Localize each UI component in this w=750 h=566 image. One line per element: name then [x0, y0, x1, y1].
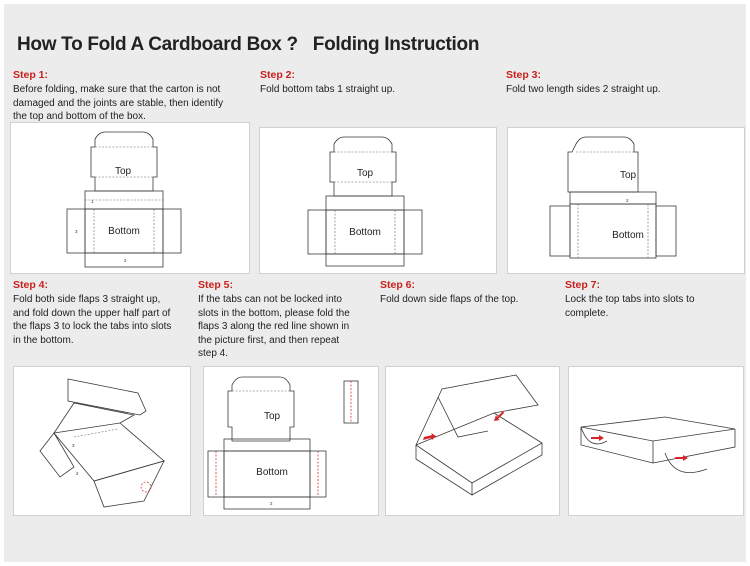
bottom-label: Bottom: [256, 467, 288, 478]
step-text-line: damaged and the joints are stable, then …: [13, 97, 224, 109]
step-text-line: Fold both side flaps 3 straight up,: [13, 294, 161, 305]
instruction-sheet: How To Fold A Cardboard Box ? Folding In…: [4, 4, 746, 562]
red-line-fold-diagram: Top Bottom 2: [207, 376, 359, 510]
step-text-line: step 4.: [198, 348, 229, 359]
step-text: Fold two length sides 2 straight up.: [506, 83, 736, 97]
step-text: Before folding, make sure that the carto…: [13, 83, 253, 124]
side-number: 2: [270, 501, 273, 506]
step-text-line: Lock the top tabs into slots to: [565, 294, 695, 305]
page-title: How To Fold A Cardboard Box ? Folding In…: [17, 34, 480, 55]
flat-box-diagram: Top Bottom 1 3 2: [66, 131, 182, 268]
step-text-line: Before folding, make sure that the carto…: [13, 84, 221, 95]
step-text-line: Fold down side flaps of the top.: [380, 294, 519, 305]
top-label: Top: [115, 166, 132, 177]
step-text-line: flaps 3 along the red line shown in: [198, 321, 350, 332]
step-1: Step 1: Before folding, make sure that t…: [13, 69, 253, 124]
step-7: Step 7: Lock the top tabs into slots to …: [565, 279, 745, 320]
tab-number: 1: [91, 199, 94, 204]
sides-up-diagram: Top Bottom 2: [549, 136, 677, 259]
step-2-illustration: Top Bottom: [259, 127, 497, 274]
step-text-line: Fold bottom tabs 1 straight up.: [260, 84, 396, 95]
step-text-line: the top and bottom of the box.: [13, 111, 146, 122]
step-label: Step 5:: [198, 279, 234, 291]
step-5: Step 5: If the tabs can not be locked in…: [198, 279, 378, 361]
tabs-up-diagram: Top Bottom: [307, 136, 423, 267]
step-label: Step 7:: [565, 279, 601, 291]
step-text-line: the picture first, and then repeat: [198, 334, 340, 346]
step-label: Step 4:: [13, 279, 49, 291]
step-text-line: and fold down the upper half part of: [13, 307, 171, 319]
side-flaps-down-diagram: [415, 374, 543, 496]
closed-box-diagram: [580, 416, 736, 473]
step-text-line: If the tabs can not be locked into: [198, 294, 342, 305]
step-text-line: the flaps 3 to lock the tabs into slots: [13, 321, 172, 332]
bottom-label: Bottom: [349, 227, 381, 238]
bottom-label: Bottom: [108, 226, 140, 237]
step-text-line: in the bottom.: [13, 334, 74, 346]
step-1-illustration: Top Bottom 1 3 2: [10, 122, 250, 274]
flap-number: 3: [75, 229, 78, 234]
bottom-label: Bottom: [612, 230, 644, 241]
step-3-illustration: Top Bottom 2: [507, 127, 745, 274]
side-number: 2: [626, 198, 629, 203]
flap-number: 3: [72, 443, 75, 448]
step-3: Step 3: Fold two length sides 2 straight…: [506, 69, 736, 97]
step-text: If the tabs can not be locked into slots…: [198, 293, 378, 361]
top-label: Top: [357, 168, 374, 179]
step-label: Step 1:: [13, 69, 49, 81]
step-4: Step 4: Fold both side flaps 3 straight …: [13, 279, 193, 347]
step-label: Step 6:: [380, 279, 416, 291]
step-5-illustration: Top Bottom 2: [203, 366, 379, 516]
side-number: 2: [124, 258, 127, 263]
step-text: Fold down side flaps of the top.: [380, 293, 560, 307]
flaps-locking-diagram: 3 2: [39, 378, 165, 508]
side-number: 2: [76, 471, 79, 476]
step-6: Step 6: Fold down side flaps of the top.: [380, 279, 560, 307]
step-label: Step 2:: [260, 69, 296, 81]
step-text: Fold both side flaps 3 straight up, and …: [13, 293, 193, 347]
step-6-illustration: [385, 366, 560, 516]
top-label: Top: [620, 170, 637, 181]
step-text-line: complete.: [565, 307, 609, 319]
step-text: Lock the top tabs into slots to complete…: [565, 293, 745, 320]
step-text: Fold bottom tabs 1 straight up.: [260, 83, 490, 97]
step-text-line: slots in the bottom, please fold the: [198, 307, 350, 319]
step-2: Step 2: Fold bottom tabs 1 straight up.: [260, 69, 490, 97]
step-4-illustration: 3 2: [13, 366, 191, 516]
step-7-illustration: [568, 366, 744, 516]
step-text-line: Fold two length sides 2 straight up.: [506, 84, 661, 95]
top-label: Top: [264, 411, 281, 422]
step-label: Step 3:: [506, 69, 542, 81]
